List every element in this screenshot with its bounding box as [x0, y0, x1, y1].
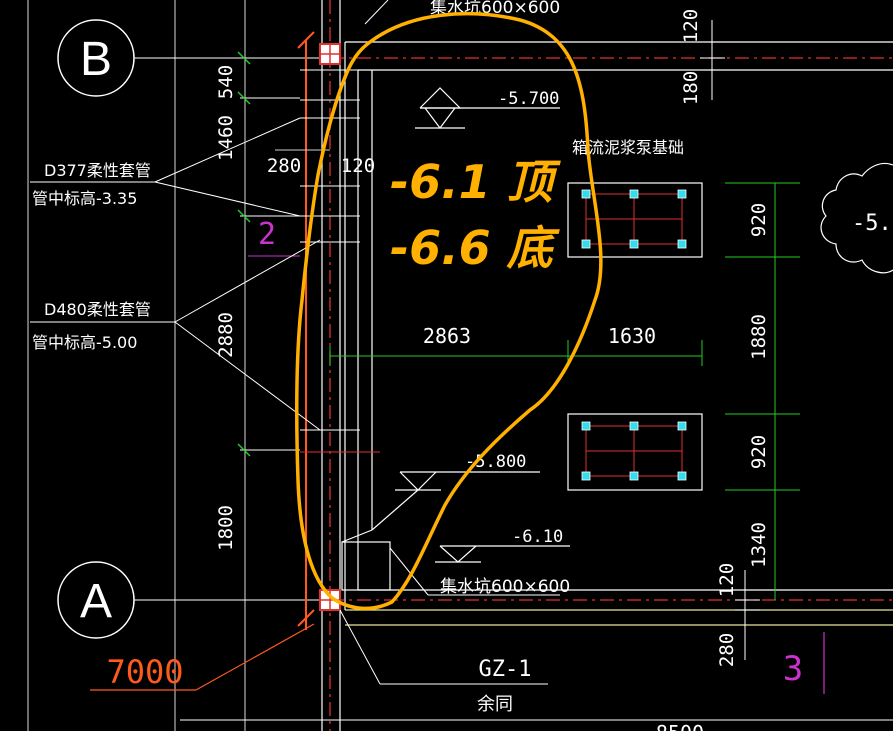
dim-2880: 2880	[215, 312, 237, 358]
pump-foundation-label: 箱流泥浆泵基础	[572, 138, 684, 157]
handwritten-annotation: -6.1 顶 -6.6 底	[390, 155, 562, 275]
dim-1630: 1630	[608, 324, 656, 348]
marker-3: 3	[783, 649, 803, 689]
cloud-outline	[820, 162, 893, 274]
dim-920-a: 920	[748, 203, 770, 237]
annotation-top: -6.1 顶	[390, 155, 562, 209]
dim-2863: 2863	[423, 324, 471, 348]
dim-120-top: 120	[680, 9, 702, 43]
elevation-610: -6.10	[512, 527, 563, 547]
pump-foundation-top	[567, 182, 703, 258]
column-gz-top	[319, 43, 341, 65]
pump-foundation-bottom	[567, 413, 703, 491]
dim-1800: 1800	[215, 505, 237, 551]
dim-540: 540	[215, 65, 237, 99]
axis-bubble-b: B	[57, 19, 135, 97]
dim-120-bottom: 120	[716, 563, 738, 597]
elevation-marker-610	[435, 545, 570, 563]
highlight-loop	[295, 12, 603, 611]
axis-bubble-a: A	[57, 561, 135, 639]
pipe2-elevation: 管中标高-5.00	[32, 333, 137, 352]
elevation-marker-5800	[371, 471, 540, 531]
wall-lines-yellow	[345, 609, 893, 626]
marker-2: 2	[258, 217, 276, 252]
gz-leader	[339, 609, 548, 685]
dim-920-b: 920	[748, 435, 770, 469]
pipe1-leaders	[30, 117, 301, 217]
orange-dimension	[90, 31, 315, 691]
right-dimension-lines-white	[700, 20, 760, 660]
elevation-5700: -5.700	[498, 89, 559, 109]
axis-dimension-7000: 7000	[106, 653, 183, 691]
cloud-elevation: -5.	[852, 211, 892, 236]
axis-a-label: A	[80, 575, 112, 628]
dim-1460: 1460	[215, 115, 237, 161]
dim-1340: 1340	[748, 522, 770, 568]
dim-120: 120	[341, 155, 375, 177]
dim-280-bottom: 280	[716, 633, 738, 667]
left-guide-lines	[27, 0, 246, 731]
left-dimension-lines	[240, 57, 330, 601]
axis-b-label: B	[80, 33, 112, 86]
elevation-marker-5700	[415, 87, 560, 129]
wall-lines	[321, 0, 893, 731]
pipe1-name: D377柔性套管	[44, 161, 151, 180]
left-dimension-ticks	[237, 51, 251, 457]
dim-bottom: 8500	[656, 721, 704, 731]
gz-note: 余同	[477, 694, 513, 715]
sump-leaders	[364, 0, 560, 596]
pipe1-elevation: 管中标高-3.35	[32, 189, 137, 208]
axis-lines	[329, 0, 893, 731]
sump-pit-bottom	[341, 529, 391, 591]
dim-1880: 1880	[748, 314, 770, 360]
right-dimension-lines	[725, 182, 800, 600]
gz-label: GZ-1	[479, 657, 532, 682]
annotation-bottom: -6.6 底	[390, 221, 561, 275]
dim-280: 280	[267, 155, 301, 177]
dim-180: 180	[680, 71, 702, 105]
pipe2-name: D480柔性套管	[44, 300, 151, 319]
sump-bottom-label: 集水坑600×600	[440, 577, 570, 597]
